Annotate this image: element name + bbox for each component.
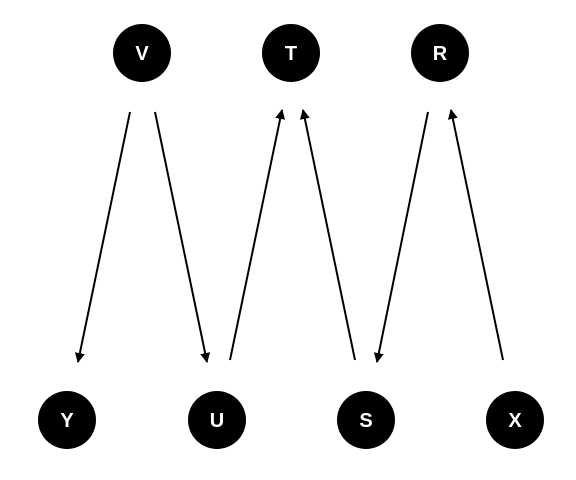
- node-v-label: V: [135, 43, 149, 65]
- node-r: R: [411, 24, 469, 82]
- node-s: S: [337, 391, 395, 449]
- edge-x-r: [447, 109, 504, 361]
- node-s-label: S: [359, 410, 372, 432]
- node-y: Y: [38, 391, 96, 449]
- node-t-circle: [262, 24, 320, 82]
- nodes: V T R Y U S X: [38, 24, 544, 449]
- node-y-circle: [38, 391, 96, 449]
- node-v-circle: [113, 24, 171, 82]
- node-t-label: T: [285, 43, 297, 65]
- node-x-circle: [486, 391, 544, 449]
- node-x-label: X: [508, 410, 522, 432]
- node-v: V: [113, 24, 171, 82]
- node-y-label: Y: [60, 410, 74, 432]
- edge-v-y: [74, 111, 131, 363]
- edge-v-u: [154, 111, 211, 363]
- node-t: T: [262, 24, 320, 82]
- node-r-label: R: [433, 43, 448, 65]
- node-r-circle: [411, 24, 469, 82]
- edge-s-t: [299, 109, 356, 361]
- node-u: U: [188, 391, 246, 449]
- node-u-label: U: [210, 410, 224, 432]
- node-x: X: [486, 391, 544, 449]
- node-u-circle: [188, 391, 246, 449]
- edge-r-s: [373, 111, 429, 363]
- edges: [74, 109, 504, 363]
- edge-u-t: [229, 109, 286, 361]
- node-s-circle: [337, 391, 395, 449]
